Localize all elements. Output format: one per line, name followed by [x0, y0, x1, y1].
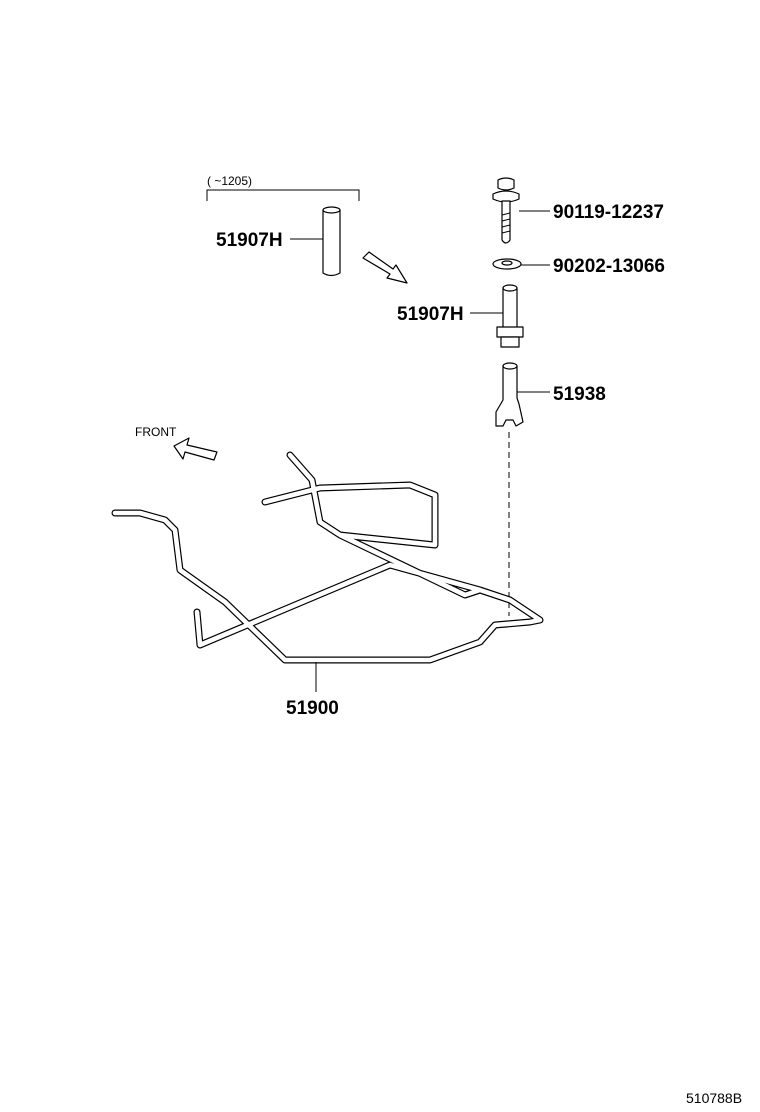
figure-id: 510788B [686, 1090, 742, 1106]
carrier-label: 51900 [286, 698, 339, 719]
bracket-label: 51938 [553, 384, 606, 405]
bracket-icon [495, 362, 550, 427]
variant-bracket: ( ~1205) [206, 174, 360, 201]
variant-note: ( ~1205) [207, 174, 252, 188]
carrier-icon [111, 451, 544, 692]
washer-label: 90202-13066 [553, 256, 665, 277]
hose-main-icon [470, 284, 524, 348]
hose-variant-label: 51907H [216, 230, 283, 251]
direction-arrow-icon [362, 251, 408, 284]
washer-icon [492, 258, 550, 270]
hose-main-label: 51907H [397, 304, 464, 325]
bolt-icon [492, 177, 550, 244]
front-arrow-icon [173, 437, 218, 461]
hose-variant-icon [290, 206, 341, 277]
bolt-label: 90119-12237 [553, 202, 664, 223]
front-label: FRONT [135, 425, 177, 439]
